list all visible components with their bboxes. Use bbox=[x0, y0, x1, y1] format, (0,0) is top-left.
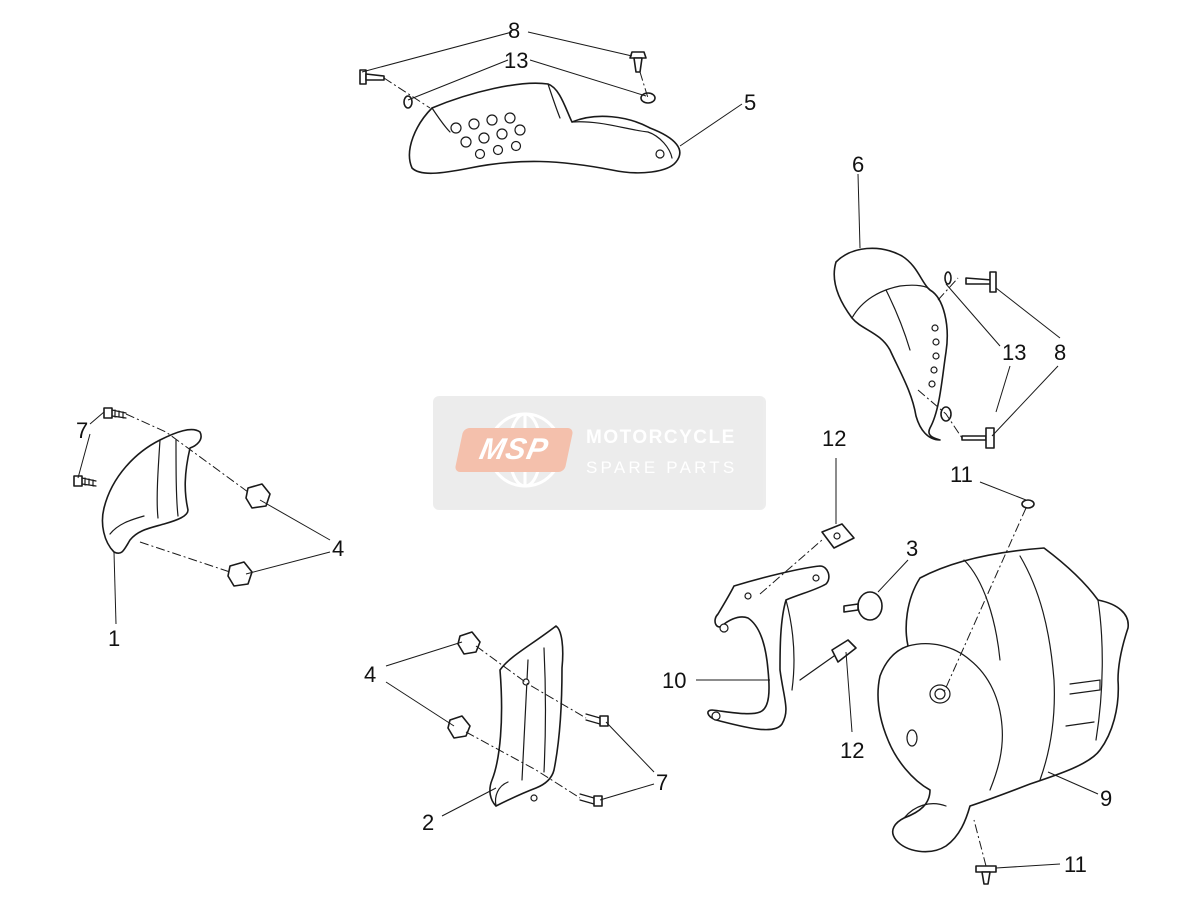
callout-8-top: 8 bbox=[508, 18, 520, 43]
callout-10: 10 bbox=[662, 668, 686, 693]
part-5-heat-shield bbox=[359, 51, 681, 175]
callout-1: 1 bbox=[108, 626, 120, 651]
callout-3: 3 bbox=[906, 536, 918, 561]
part-10-support bbox=[707, 523, 883, 731]
callout-8-right: 8 bbox=[1054, 340, 1066, 365]
leader-lines bbox=[77, 31, 1099, 869]
callout-7-lower: 7 bbox=[656, 770, 668, 795]
callout-11-top: 11 bbox=[950, 462, 973, 487]
callout-9: 9 bbox=[1100, 786, 1112, 811]
callout-7-left: 7 bbox=[76, 418, 88, 443]
callout-11-bottom: 11 bbox=[1064, 852, 1087, 877]
callout-labels: 8 13 5 6 13 8 7 4 1 12 11 3 4 10 12 7 9 … bbox=[76, 18, 1112, 877]
watermark-logo: MSP MOTORCYCLE SPARE PARTS bbox=[433, 396, 766, 510]
part-6-heat-shield bbox=[833, 247, 997, 449]
callout-13-right: 13 bbox=[1002, 340, 1026, 365]
callout-13-top: 13 bbox=[504, 48, 528, 73]
callout-6: 6 bbox=[852, 152, 864, 177]
part-1-bracket bbox=[73, 407, 271, 587]
callout-5: 5 bbox=[744, 90, 756, 115]
callout-4-left: 4 bbox=[332, 536, 344, 561]
callout-12-top: 12 bbox=[822, 426, 846, 451]
callout-2: 2 bbox=[422, 810, 434, 835]
part-2-bracket bbox=[447, 625, 609, 807]
watermark-badge: MSP bbox=[454, 428, 574, 472]
watermark-subtitle: SPARE PARTS bbox=[586, 458, 738, 477]
part-9-cover bbox=[877, 499, 1129, 885]
watermark-title: MOTORCYCLE bbox=[586, 427, 736, 448]
callout-12-lower: 12 bbox=[840, 738, 864, 763]
watermark-badge-text: MSP bbox=[476, 433, 552, 466]
callout-4-lower: 4 bbox=[364, 662, 376, 687]
